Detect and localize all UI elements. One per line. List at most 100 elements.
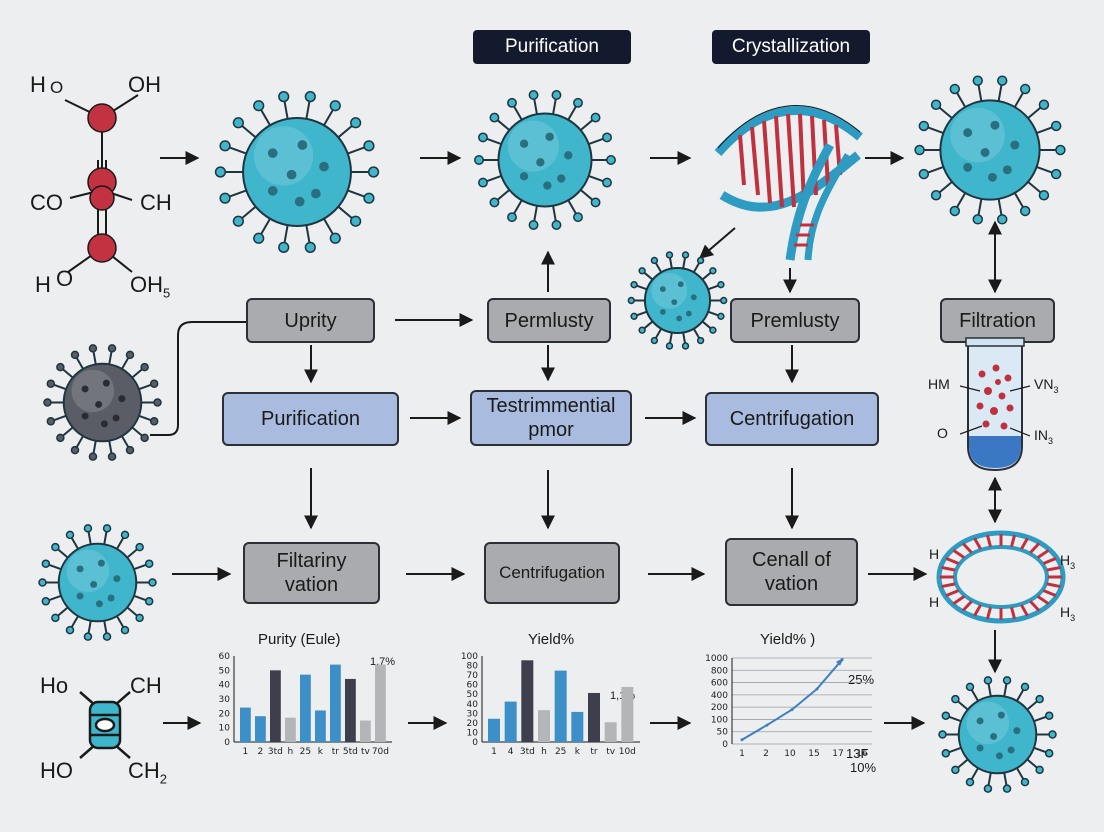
- x-tick-label: 25: [555, 747, 566, 757]
- x-tick-label: tr: [332, 747, 340, 757]
- x-tick-label: k: [575, 747, 581, 757]
- filtration-box: Filtration: [940, 298, 1055, 343]
- y-tick-label: 40: [467, 700, 479, 710]
- mol-label-ch-b: CH: [130, 673, 162, 698]
- x-tick-label: tv: [606, 747, 616, 757]
- molecule-icon: [79, 691, 131, 759]
- x-tick-label: h: [541, 747, 547, 757]
- mol-label-co: CO: [30, 190, 63, 215]
- chart3-annotation-2: 13F: [846, 746, 869, 761]
- mol-label-h2: H: [35, 272, 51, 297]
- bar: [360, 720, 371, 742]
- molecule-icon: [64, 94, 139, 273]
- testrimmential-box: Testrimmential pmor: [470, 390, 632, 446]
- x-tick-label: 2: [258, 747, 264, 757]
- x-tick-label: tv: [361, 747, 371, 757]
- y-tick-label: 80: [467, 662, 479, 672]
- ring-label-h4: H3: [1060, 604, 1076, 623]
- y-tick-label: 50: [219, 666, 231, 676]
- testrimmential-line1: Testrimmential: [486, 395, 616, 417]
- chart2-title: Yield%: [528, 631, 575, 648]
- bar: [554, 670, 567, 742]
- mol-label-ho2: HO: [40, 758, 73, 783]
- mol-label-o2: O: [56, 266, 74, 291]
- chart3-title: Yield% ): [760, 631, 816, 648]
- data-point: [765, 723, 769, 727]
- data-point: [790, 708, 794, 712]
- permlusty-label: Permlustу: [504, 309, 594, 332]
- bar: [285, 717, 296, 742]
- filtariny-line1: Filtariny: [276, 550, 347, 572]
- mol-label-h: H: [30, 72, 46, 97]
- testrimmential-line2: pmor: [528, 419, 574, 441]
- connector-line: [150, 321, 246, 436]
- x-tick-label: 1: [243, 747, 249, 757]
- y-tick-label: 50: [717, 728, 729, 738]
- arrow-icon: [836, 657, 844, 666]
- y-tick-label: 10: [467, 728, 479, 738]
- virus-icon: [43, 344, 162, 461]
- purification-label: Purification: [261, 408, 360, 430]
- x-tick-label: tr: [590, 747, 598, 757]
- mol-label-o: O: [50, 78, 64, 97]
- bar: [270, 670, 281, 742]
- y-tick-label: 40: [219, 681, 231, 691]
- y-tick-label: 0: [224, 738, 230, 748]
- x-tick-label: 5td: [343, 747, 358, 757]
- x-tick-label: 1: [491, 747, 497, 757]
- x-tick-label: 15: [808, 749, 819, 759]
- tube-label-o: O: [937, 425, 948, 441]
- bar: [504, 701, 517, 742]
- x-tick-label: h: [288, 747, 294, 757]
- x-tick-label: 2: [763, 749, 769, 759]
- cenall-box: Cenall of vation: [725, 538, 858, 606]
- y-tick-label: 800: [711, 666, 728, 676]
- virus-icon: [914, 75, 1066, 225]
- chart1-title: Purity (Eule): [258, 631, 341, 648]
- x-tick-label: 25: [300, 747, 311, 757]
- x-tick-label: 70d: [372, 747, 389, 757]
- bar: [255, 716, 266, 742]
- filtariny-line2: vation: [284, 574, 339, 596]
- y-tick-label: 0: [722, 740, 728, 750]
- virus-icon: [38, 524, 157, 641]
- tube-label-in: IN3: [1034, 427, 1054, 446]
- header-purification: Purification: [473, 30, 631, 64]
- bar: [330, 664, 341, 742]
- data-point: [815, 687, 819, 691]
- bar: [315, 710, 326, 742]
- x-tick-label: 17: [832, 749, 843, 759]
- premlusty-label: Premlusty: [750, 309, 840, 332]
- bar: [488, 718, 500, 742]
- x-tick-label: 3td: [520, 747, 535, 757]
- mol-label-ho: Ho: [40, 673, 69, 698]
- x-tick-label: 1: [739, 749, 745, 759]
- data-point: [740, 738, 744, 742]
- y-tick-label: 20: [467, 719, 479, 729]
- header-crystallization: Crystallization: [712, 30, 870, 64]
- bar: [521, 660, 534, 742]
- y-tick-label: 200: [711, 703, 728, 713]
- bar: [621, 686, 634, 742]
- x-tick-label: 4: [508, 747, 514, 757]
- cenall-line2: vation: [764, 573, 819, 595]
- y-tick-label: 20: [219, 709, 231, 719]
- y-tick-label: 0: [472, 738, 478, 748]
- arrow-icon: [698, 227, 736, 259]
- y-tick-label: 100: [461, 652, 478, 662]
- y-tick-label: 60: [219, 652, 231, 662]
- filtration-label: Filtration: [959, 309, 1036, 332]
- series-line: [741, 659, 843, 741]
- y-tick-label: 50: [467, 690, 479, 700]
- ring-label-h3: H: [929, 594, 940, 610]
- virus-icon: [938, 676, 1057, 793]
- dna-helix-icon: [714, 105, 863, 261]
- virus-icon: [627, 251, 728, 350]
- y-tick-label: 30: [219, 695, 231, 705]
- bar: [571, 711, 584, 742]
